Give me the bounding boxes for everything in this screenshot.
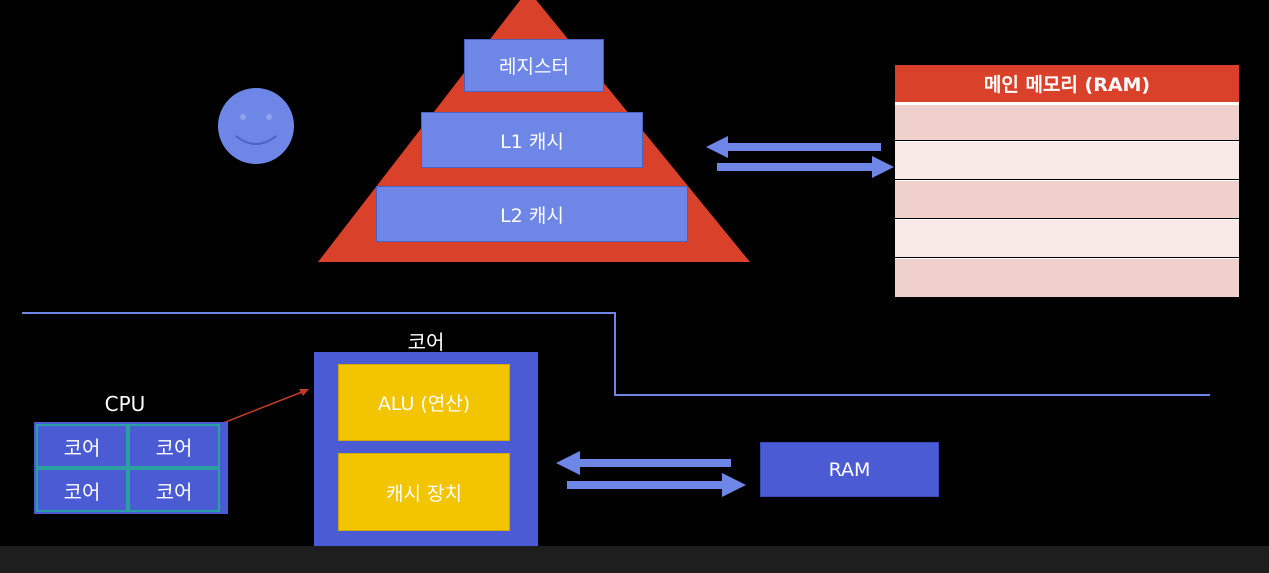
cpu-core-label: 코어 xyxy=(63,479,101,504)
cpu-core-cell: 코어 xyxy=(128,468,220,512)
top-bidirectional-arrows xyxy=(706,136,894,178)
bottom-bidirectional-arrows xyxy=(556,451,746,497)
main-memory-title: 메인 메모리 (RAM) xyxy=(983,74,1151,96)
arrow-left-top xyxy=(706,136,881,158)
main-memory-table: 메인 메모리 (RAM) xyxy=(895,65,1239,297)
arrow-left-bottom xyxy=(556,451,731,475)
main-memory-row xyxy=(895,102,1239,140)
cpu-block: 코어 코어 코어 코어 xyxy=(34,422,228,514)
core-detail-label: 코어 xyxy=(407,330,445,354)
main-memory-row xyxy=(895,219,1239,257)
cache-unit-label: 캐시 장치 xyxy=(386,482,462,505)
cpu-core-cell: 코어 xyxy=(36,424,128,468)
l2-cache-box: L2 캐시 xyxy=(376,186,688,242)
register-box: 레지스터 xyxy=(464,39,604,92)
cpu-core-label: 코어 xyxy=(155,479,193,504)
main-memory-header: 메인 메모리 (RAM) xyxy=(895,65,1239,102)
cpu-core-label: 코어 xyxy=(63,435,101,460)
ram-box: RAM xyxy=(760,442,939,497)
cpu-core-label: 코어 xyxy=(155,435,193,460)
smiley-face-icon xyxy=(218,88,294,164)
bottom-bar xyxy=(0,546,1269,573)
l1-cache-label: L1 캐시 xyxy=(500,130,564,153)
main-memory-row xyxy=(895,141,1239,179)
l1-cache-box: L1 캐시 xyxy=(421,112,643,168)
cpu-core-cell: 코어 xyxy=(36,468,128,512)
alu-label: ALU (연산) xyxy=(377,393,471,415)
ram-label: RAM xyxy=(828,458,871,481)
cpu-core-cell: 코어 xyxy=(128,424,220,468)
register-label: 레지스터 xyxy=(499,56,569,78)
cpu-to-core-arrow xyxy=(217,389,309,426)
cpu-label: CPU xyxy=(104,392,146,416)
alu-box: ALU (연산) xyxy=(338,364,510,441)
arrow-right-bottom xyxy=(567,473,746,497)
section-divider-line xyxy=(22,312,1210,396)
main-memory-row xyxy=(895,180,1239,218)
main-memory-row xyxy=(895,258,1239,297)
arrow-right-top xyxy=(717,156,894,178)
l2-cache-label: L2 캐시 xyxy=(500,204,564,227)
cache-unit-box: 캐시 장치 xyxy=(338,453,510,531)
core-detail-block: ALU (연산) 캐시 장치 xyxy=(314,352,538,552)
